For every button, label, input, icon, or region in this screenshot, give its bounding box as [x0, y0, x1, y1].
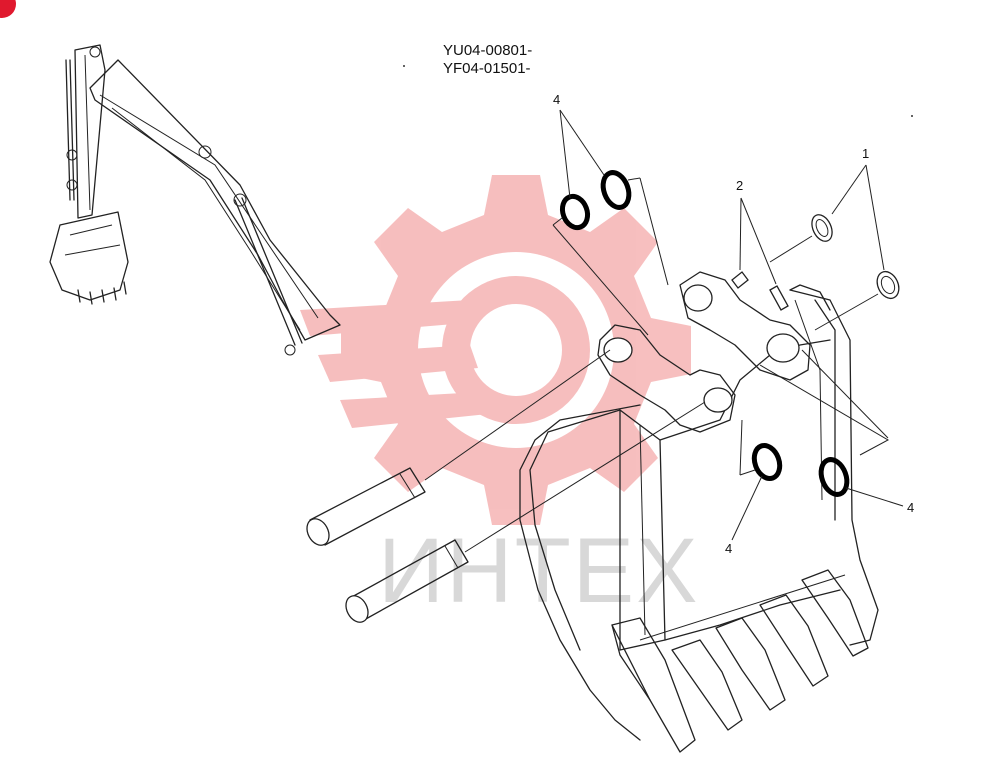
callout-pin: 2	[736, 178, 743, 193]
bucket-pin-upper	[306, 467, 426, 546]
o-ring-lower-right-icon	[818, 457, 850, 497]
snap-ring-upper-icon	[811, 214, 833, 242]
o-ring-lower-left-icon	[751, 443, 783, 481]
o-ring-upper-right-icon	[600, 170, 632, 210]
bucket-main-drawing	[519, 271, 879, 753]
snap-ring-lower-icon	[876, 270, 900, 300]
bucket-pin-lower	[345, 539, 469, 623]
corner-badge	[0, 0, 16, 18]
watermark-logo	[300, 175, 691, 525]
lock-pin-short-icon	[731, 271, 749, 289]
bucket-teeth	[611, 569, 869, 753]
callout-ring-top: 4	[553, 92, 560, 107]
stray-dot	[403, 65, 405, 67]
excavator-arm-overview	[49, 44, 341, 356]
callout-snap-ring: 1	[862, 146, 869, 161]
model-code-2: YF04-01501-	[443, 60, 531, 77]
callout-ring-bottom: 4	[725, 541, 732, 556]
lock-pin-long-icon	[769, 285, 789, 311]
stray-dot	[911, 115, 913, 117]
callout-ring-right: 4	[907, 500, 914, 515]
model-code-1: YU04-00801-	[443, 42, 532, 59]
